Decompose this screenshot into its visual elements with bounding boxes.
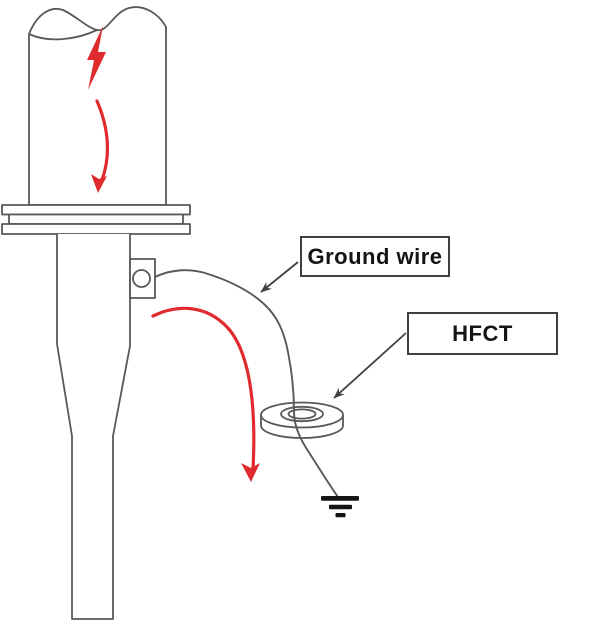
pd-current-arrow-main [151, 306, 256, 471]
toroid-hole-inner [287, 408, 317, 420]
lightning-bolt-icon [87, 26, 106, 90]
clamp-bolt-circle [132, 269, 151, 288]
pd-current-arrowhead-main [241, 463, 260, 482]
ground-wire-label: Ground wire [307, 243, 443, 269]
flange-plate-bottom [1, 223, 191, 235]
ground-wire-label-box: Ground wire [300, 236, 450, 277]
pd-current-arrow-top [95, 99, 110, 182]
pd-current-arrowhead-top [91, 174, 107, 193]
ground-wire-path [154, 269, 339, 498]
toroid-sensor [260, 401, 344, 439]
hfct-label: HFCT [452, 320, 513, 346]
toroid-hole-outer [280, 405, 324, 423]
cylinder-break-arc [28, 29, 98, 41]
hfct-label-box: HFCT [407, 312, 558, 355]
toroid-rim [260, 414, 344, 439]
termination-body [56, 234, 131, 620]
ground-wire-pointer-arrow [260, 261, 299, 293]
flange-plate-top [1, 204, 191, 216]
hfct-pointer-arrow [333, 332, 407, 399]
toroid-top-face [260, 401, 344, 429]
earth-ground-icon [321, 496, 359, 518]
flange-plate-middle [8, 213, 184, 225]
